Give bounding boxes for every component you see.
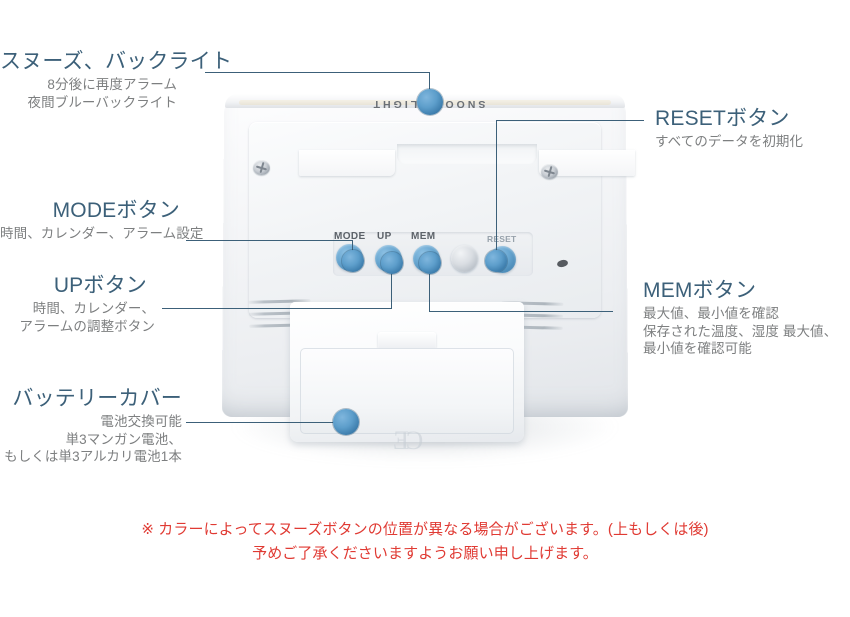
marker-dot-mem: [419, 252, 441, 274]
annotation-battery-line-2: 単3マンガン電池、: [65, 431, 182, 447]
annotation-mode: MODEボタン 時間、カレンダー、アラーム設定: [0, 197, 204, 243]
annotation-battery-line-3: もしくは単3アルカリ電池1本: [4, 449, 182, 465]
mode-button-label: MODE: [334, 231, 366, 242]
annotation-mem: MEMボタン 最大値、最小値を確認 保存された温度、湿度 最大値、 最小値を確認…: [643, 277, 837, 358]
annotation-up-line-1: 時間、カレンダー、: [32, 300, 155, 316]
notice-line-1: ※ カラーによってスヌーズボタンの位置が異なる場合がございます。(上もしくは後): [141, 521, 709, 538]
leader-reset-horizontal: [496, 120, 644, 121]
annotation-battery-line-1: 電池交換可能: [100, 413, 182, 429]
annotation-reset-title: RESETボタン: [655, 107, 790, 130]
annotation-snooze-title: スヌーズ、バックライト: [0, 50, 233, 73]
device-top-notch: [397, 144, 537, 164]
notice-line-2: 予めご了承くださいますようお願い申し上げます。: [252, 545, 598, 563]
leader-snooze-horizontal: [205, 72, 430, 73]
marker-dot-snooze: [417, 89, 443, 115]
marker-dot-up: [381, 252, 403, 274]
clock-device-illustration: SNOOZE/LIGHT MODE UP MEM RESET: [205, 92, 645, 482]
leader-mem-vertical: [429, 274, 430, 311]
leader-reset-vertical: [496, 120, 497, 260]
screw-right: [541, 164, 558, 179]
button-cap: [451, 245, 478, 272]
annotation-snooze: スヌーズ、バックライト 8分後に再度アラーム 夜間ブルーバックライト: [0, 48, 233, 111]
color-variation-notice: ※ カラーによってスヌーズボタンの位置が異なる場合がございます。(上もしくは後)…: [0, 518, 850, 567]
ce-mark-icon: CE: [396, 426, 424, 455]
annotation-mode-title: MODEボタン: [52, 199, 180, 222]
annotation-up-title: UPボタン: [53, 274, 147, 297]
screw-left: [253, 160, 270, 175]
marker-dot-reset: [485, 250, 507, 272]
annotation-mem-line-2: 保存された温度、湿度 最大値、: [643, 323, 838, 339]
annotation-reset-line-1: すべてのデータを初期化: [655, 133, 804, 149]
battery-cover-tab: [378, 332, 436, 348]
unlabeled-gray-button[interactable]: [451, 245, 478, 272]
leader-up-horizontal: [162, 308, 392, 309]
annotation-mem-title: MEMボタン: [643, 279, 757, 302]
annotation-snooze-line-1: 8分後に再度アラーム: [47, 76, 177, 92]
leader-up-vertical: [391, 272, 392, 308]
leader-snooze-vertical: [429, 72, 430, 102]
marker-dot-mode: [342, 250, 364, 272]
leader-battery-horizontal: [186, 422, 346, 423]
device-shoulder-pad-left: [299, 150, 395, 176]
annotation-battery: バッテリーカバー 電池交換可能 単3マンガン電池、 もしくは単3アルカリ電池1本: [0, 385, 182, 466]
leader-mem-horizontal: [429, 311, 613, 312]
reset-button-label: RESET: [487, 234, 517, 244]
device-inner-panel: [249, 122, 635, 318]
annotation-reset: RESETボタン すべてのデータを初期化: [655, 105, 803, 151]
annotation-battery-title: バッテリーカバー: [12, 387, 182, 410]
annotation-up: UPボタン 時間、カレンダー、 アラームの調整ボタン: [0, 272, 155, 335]
battery-cover[interactable]: CE: [290, 302, 524, 455]
annotation-mem-line-3: 最小値を確認可能: [643, 341, 752, 357]
leader-mode-horizontal: [186, 240, 353, 241]
annotation-mode-line-1: 時間、カレンダー、アラーム設定: [0, 225, 204, 241]
mem-button-label: MEM: [411, 231, 436, 242]
annotation-mem-line-1: 最大値、最小値を確認: [643, 305, 779, 321]
annotation-snooze-line-2: 夜間ブルーバックライト: [27, 94, 177, 110]
up-button-label: UP: [377, 231, 392, 242]
marker-dot-battery: [333, 409, 359, 435]
annotation-up-line-2: アラームの調整ボタン: [19, 318, 155, 334]
